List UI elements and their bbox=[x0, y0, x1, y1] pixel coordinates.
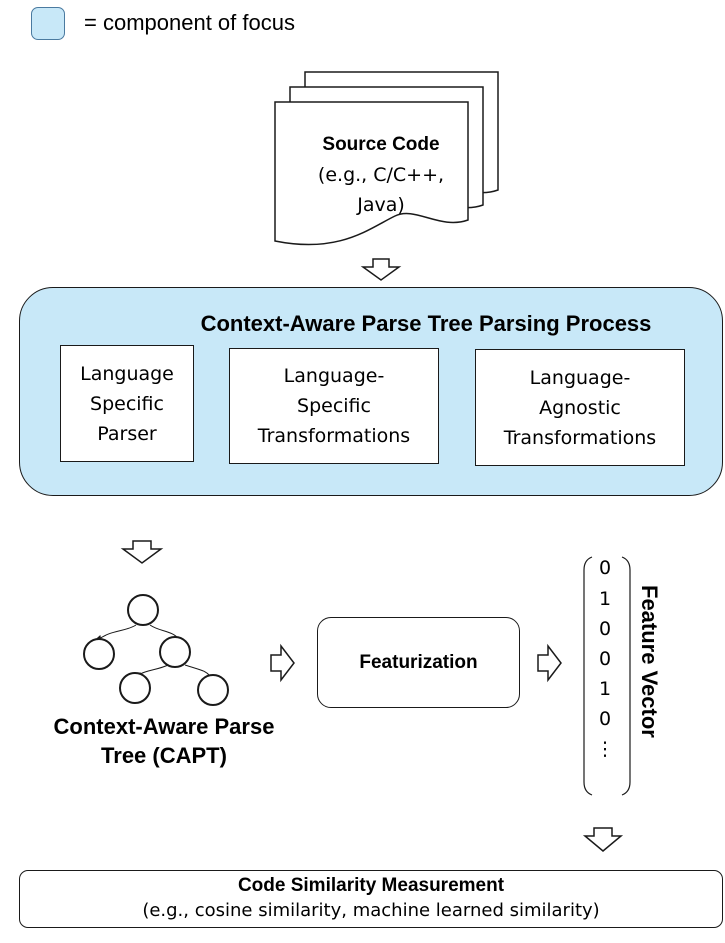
parse-tree-icon bbox=[83, 594, 229, 706]
capt-label: Context-Aware Parse Tree (CAPT) bbox=[34, 712, 294, 770]
capt-label-line: Context-Aware Parse bbox=[53, 714, 275, 739]
vector-value: 1 bbox=[598, 588, 612, 610]
capt-label-line: Tree (CAPT) bbox=[101, 743, 227, 768]
code-similarity-title: Code Similarity Measurement bbox=[237, 875, 505, 896]
code-similarity-box: Code Similarity Measurement (e.g., cosin… bbox=[19, 870, 723, 928]
stage-label-line: Parser bbox=[97, 422, 157, 445]
parsing-process-title: Context-Aware Parse Tree Parsing Process bbox=[200, 311, 652, 336]
stage-label-line: Agnostic bbox=[539, 396, 621, 419]
vector-right-bracket bbox=[621, 556, 631, 796]
stage-label-line: Language- bbox=[283, 365, 385, 387]
language-specific-transformations-box: Language- Specific Transformations bbox=[229, 348, 439, 464]
down-arrow-icon bbox=[582, 827, 624, 852]
stage-label-line: Transformations bbox=[257, 425, 411, 447]
source-code-label: Source Code (e.g., C/C++, Java) bbox=[296, 130, 466, 220]
source-code-title: Source Code bbox=[322, 134, 440, 155]
vector-value: 0 bbox=[598, 618, 612, 640]
vector-value: 0 bbox=[598, 708, 612, 730]
vector-value: ⋮ bbox=[595, 738, 615, 760]
stage-label-line: Transformations bbox=[503, 426, 657, 449]
vector-value: 1 bbox=[598, 678, 612, 700]
language-agnostic-transformations-box: Language- Agnostic Transformations bbox=[475, 349, 685, 466]
stage-label-line: Language- bbox=[529, 366, 631, 389]
stage-label-line: Language bbox=[80, 362, 174, 385]
vector-left-bracket bbox=[583, 556, 593, 796]
legend-text: = component of focus bbox=[84, 10, 295, 35]
stage-label-line: Specific bbox=[90, 392, 164, 415]
down-arrow-icon bbox=[360, 258, 402, 281]
vector-value: 0 bbox=[598, 648, 612, 670]
right-arrow-icon bbox=[270, 643, 295, 683]
down-arrow-icon bbox=[120, 540, 164, 564]
source-code-documents-icon bbox=[274, 71, 499, 246]
source-code-example: (e.g., C/C++, bbox=[317, 164, 445, 186]
right-arrow-icon bbox=[537, 643, 562, 683]
source-code-example: Java) bbox=[357, 194, 405, 216]
code-similarity-subtitle: (e.g., cosine similarity, machine learne… bbox=[142, 900, 600, 921]
featurization-box: Featurization bbox=[317, 617, 520, 708]
vector-value: 0 bbox=[598, 557, 612, 579]
legend-swatch bbox=[31, 7, 65, 40]
stage-label-line: Specific bbox=[297, 395, 371, 417]
feature-vector-label: Feature Vector bbox=[637, 585, 670, 765]
feature-vector-label-text: Feature Vector bbox=[637, 585, 662, 738]
language-specific-parser-box: Language Specific Parser bbox=[60, 345, 194, 462]
